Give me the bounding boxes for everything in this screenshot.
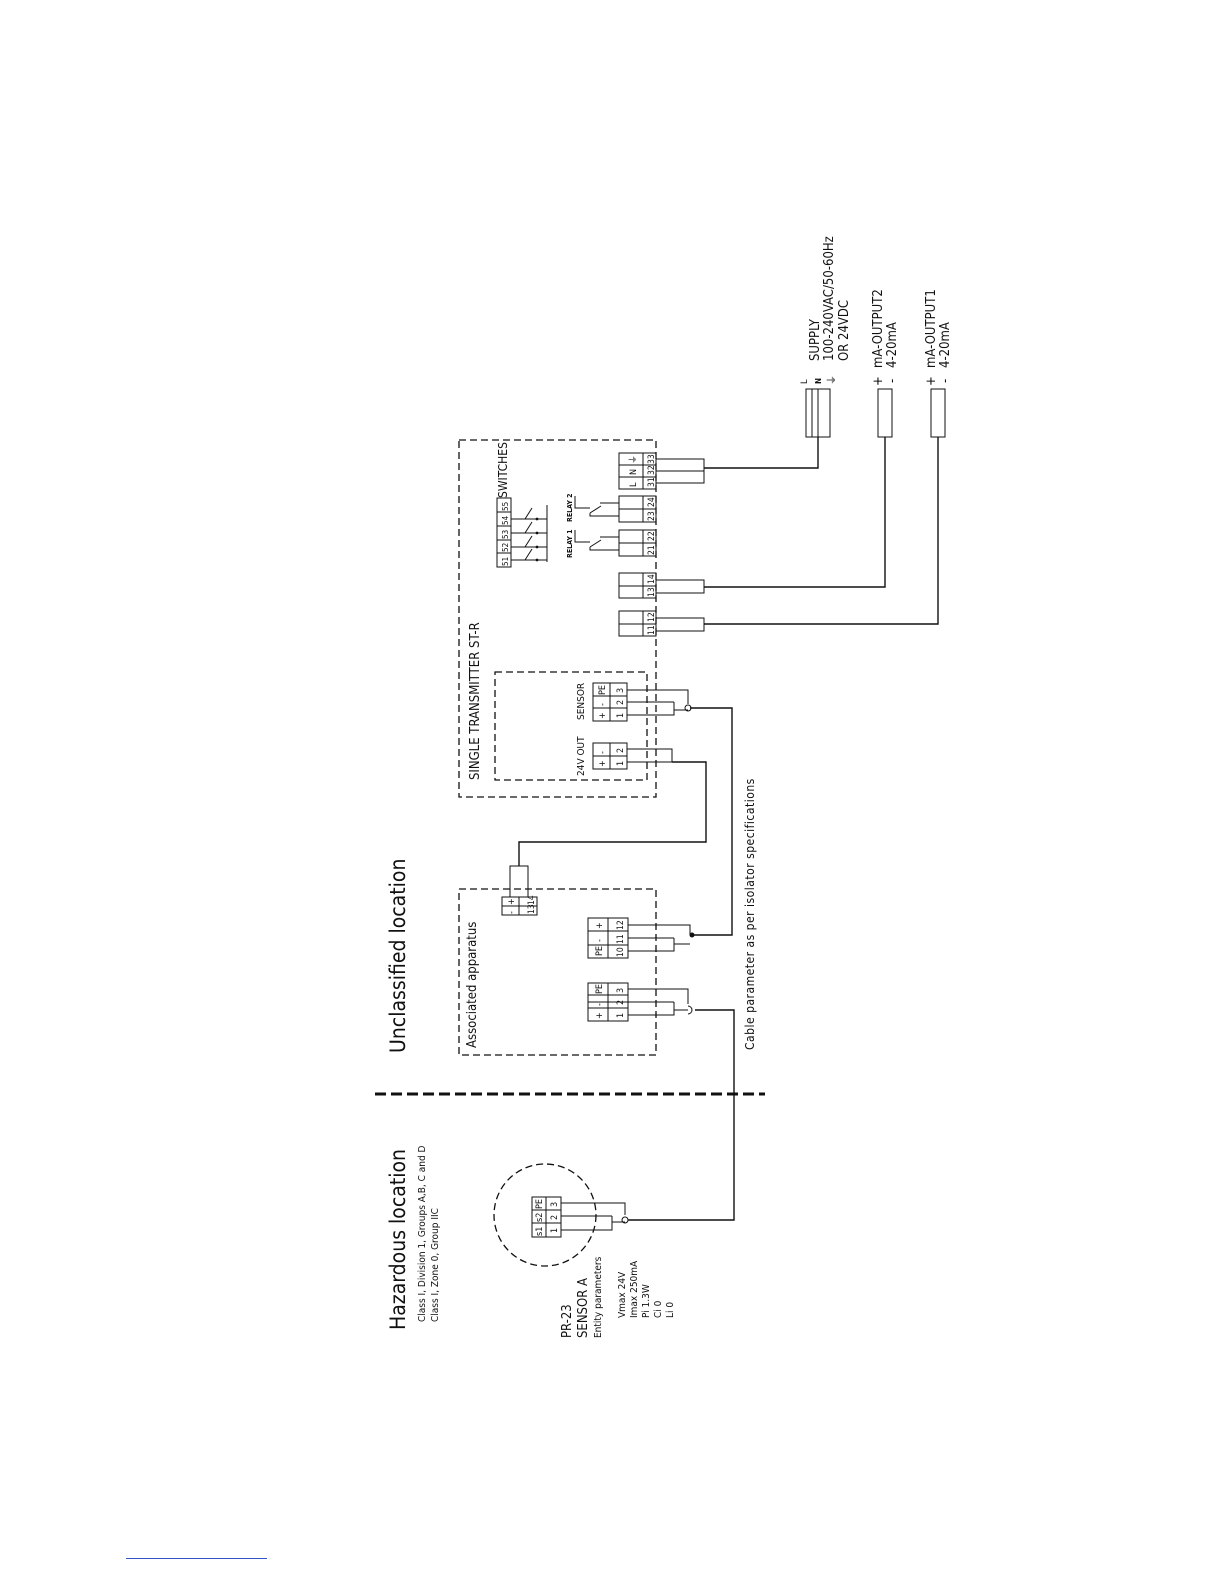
assoc-left-number-1: 1 — [616, 1013, 626, 1018]
out-label-minus: - — [598, 751, 608, 754]
associated-apparatus: Associated apparatus + - PE 1 2 3 PE - +… — [458, 707, 733, 1056]
out-number-1: 1 — [616, 761, 626, 766]
transmitter-title: SINGLE TRANSMITTER ST-R — [468, 622, 483, 780]
supply-line-n: N — [814, 378, 823, 384]
sensor-input-label-2: - — [598, 703, 608, 706]
assoc-top-number-1: 14 — [527, 895, 537, 905]
switch-number-54: 54 — [501, 515, 510, 525]
relay2-label: RELAY 2 — [566, 493, 574, 522]
sensor-param-li: Li 0 — [665, 1302, 676, 1318]
sensor-a: s1 s2 PE 1 2 3 PR-23 SENSOR A Entity par… — [493, 1009, 735, 1338]
switch-number-53: 53 — [501, 530, 510, 539]
sensor-enclosure — [493, 1163, 597, 1267]
relay2-number-1: 23 — [647, 511, 657, 521]
relay1-number-2: 22 — [647, 531, 657, 541]
switch-number-51: 51 — [501, 557, 510, 566]
t2-number-2: 14 — [647, 574, 657, 584]
sensor-param-vmax: Vmax 24V — [617, 1271, 628, 1318]
associated-apparatus-title: Associated apparatus — [465, 922, 480, 1048]
supply-spec-2: OR 24VDC — [837, 300, 852, 361]
sensor-input-label-1: + — [598, 712, 608, 719]
external-outputs: L N ⏚ SUPPLY 100-240VAC/50-60Hz OR 24VDC… — [800, 236, 953, 438]
switches-label: SWITCHES — [496, 442, 510, 498]
assoc-left-label-1: + — [595, 1012, 605, 1019]
sensor-model: PR-23 — [560, 1304, 575, 1338]
out2-minus: - — [885, 379, 900, 383]
switch-number-52: 52 — [501, 543, 510, 552]
t1-number-2: 12 — [647, 612, 657, 622]
supply-title: SUPPLY — [808, 318, 823, 361]
supply-number-33: 33 — [647, 454, 657, 464]
hazardous-class-2: Class I, Zone 0, Group IIC — [430, 1208, 441, 1322]
hazardous-class-1: Class I, Division 1, Groups A,B, C and D — [417, 1145, 428, 1322]
sensor-terminal-label-3: PE — [535, 1199, 545, 1209]
out1-range: 4-20mA — [938, 322, 953, 368]
sensor-input-number-2: 2 — [616, 700, 626, 705]
assoc-mid-label-1: PE — [595, 946, 605, 956]
sensor-input-title: SENSOR — [576, 683, 587, 720]
sensor-param-imax: Imax 250mA — [629, 1260, 640, 1318]
t1-number-1: 11 — [647, 625, 657, 635]
sensor-terminal-number-3: 3 — [550, 1202, 560, 1207]
supply-label-l: L — [629, 482, 639, 487]
assoc-left-number-2: 2 — [616, 1000, 626, 1005]
supply-label-earth: ⏚ — [628, 455, 639, 464]
relay1-number-1: 21 — [647, 545, 657, 555]
transmitter-inner-box — [494, 671, 648, 781]
relay1-label: RELAY 1 — [566, 529, 574, 558]
supply-line-l: L — [800, 379, 810, 384]
assoc-top-label-2: - — [507, 911, 517, 914]
supply-spec-1: 100-240VAC/50-60Hz — [822, 236, 837, 361]
out1-title: mA-OUTPUT1 — [924, 289, 939, 368]
out-label-plus: + — [598, 760, 608, 767]
sensor-param-ci: Ci 0 — [653, 1300, 664, 1318]
assoc-mid-number-3: 12 — [616, 920, 626, 930]
assoc-left-label-2: - — [595, 1003, 605, 1006]
sensor-terminal-number-1: 1 — [550, 1228, 560, 1233]
out2-title: mA-OUTPUT2 — [871, 289, 886, 368]
switch-number-55: 55 — [501, 502, 510, 511]
assoc-mid-number-2: 11 — [616, 934, 626, 944]
sensor-terminal-number-2: 2 — [550, 1215, 560, 1220]
sensor-terminal-label-2: s2 — [535, 1213, 545, 1222]
out-title: 24V OUT — [576, 736, 587, 776]
assoc-left-number-3: 3 — [616, 988, 626, 993]
out2-plus: + — [871, 376, 886, 386]
assoc-mid-number-1: 10 — [616, 947, 626, 957]
sensor-input-label-3: PE — [598, 685, 608, 695]
relay2-number-2: 24 — [647, 497, 657, 507]
sensor-terminal-label-1: s1 — [535, 1227, 545, 1236]
sensor-input-number-3: 3 — [616, 688, 626, 693]
assoc-top-number-2: 13 — [527, 904, 537, 914]
associated-apparatus-box — [458, 888, 657, 1056]
supply-number-32: 32 — [647, 465, 657, 475]
out2-range: 4-20mA — [885, 322, 900, 368]
sensor-entity-title: Entity parameters — [593, 1256, 604, 1338]
sensor-name: SENSOR A — [576, 1278, 591, 1338]
assoc-mid-label-3: + — [595, 922, 605, 929]
assoc-top-label-1: + — [507, 898, 517, 905]
out1-plus: + — [924, 376, 939, 386]
assoc-mid-label-2: - — [595, 939, 605, 942]
sensor-input-number-1: 1 — [616, 713, 626, 718]
cable-note: Cable parameter as per isolator specific… — [743, 778, 757, 1050]
supply-line-earth: ⏚ — [826, 375, 838, 385]
assoc-left-label-3: PE — [595, 984, 605, 994]
t2-number-1: 13 — [647, 587, 657, 597]
sensor-param-pi: Pi 1.3W — [641, 1284, 652, 1318]
supply-number-31: 31 — [647, 477, 657, 487]
single-transmitter: SINGLE TRANSMITTER ST-R 24V OUT + - 1 2 … — [458, 437, 939, 798]
supply-label-n: N — [629, 469, 639, 475]
footer-rule — [126, 1558, 267, 1559]
out-number-2: 2 — [616, 748, 626, 753]
hazardous-location-title: Hazardous location — [386, 1149, 410, 1330]
out1-minus: - — [938, 379, 953, 383]
unclassified-location-title: Unclassified location — [386, 859, 410, 1053]
